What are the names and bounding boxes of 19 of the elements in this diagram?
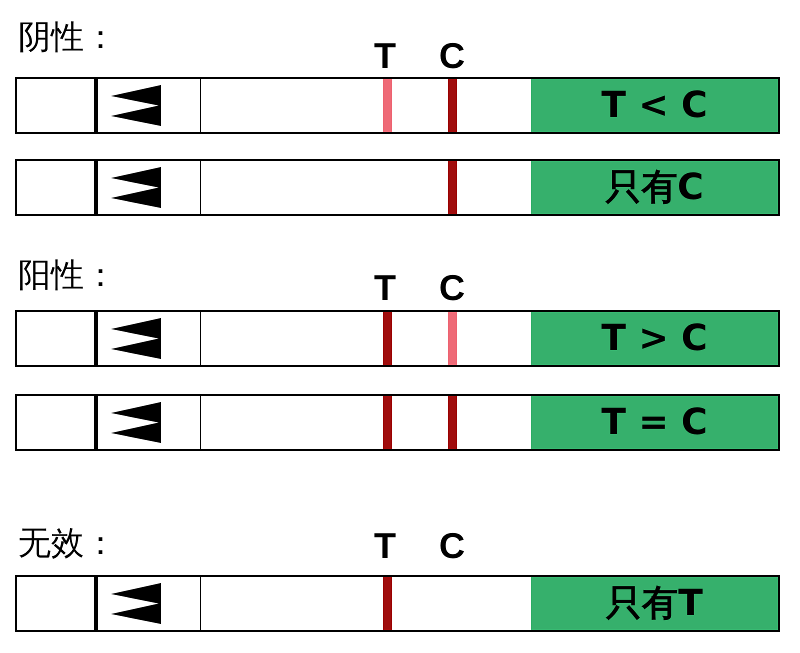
test-strip — [15, 575, 780, 632]
test-strip — [15, 77, 780, 134]
line-label: T — [374, 528, 396, 564]
section-heading: 无效： — [18, 526, 117, 559]
test-strip — [15, 394, 780, 451]
section-heading: 阴性： — [18, 20, 117, 53]
test-strip — [15, 159, 780, 216]
line-label: C — [439, 528, 465, 564]
result-label: T = C — [531, 396, 778, 449]
result-label: 只有C — [531, 161, 778, 214]
test-strip — [15, 310, 780, 367]
line-label: T — [374, 270, 396, 306]
line-label: C — [439, 38, 465, 74]
line-label: T — [374, 38, 396, 74]
result-label: T > C — [531, 312, 778, 365]
result-label: T < C — [531, 79, 778, 132]
result-label: 只有T — [531, 577, 778, 630]
line-label: C — [439, 270, 465, 306]
section-heading: 阳性： — [18, 258, 117, 291]
